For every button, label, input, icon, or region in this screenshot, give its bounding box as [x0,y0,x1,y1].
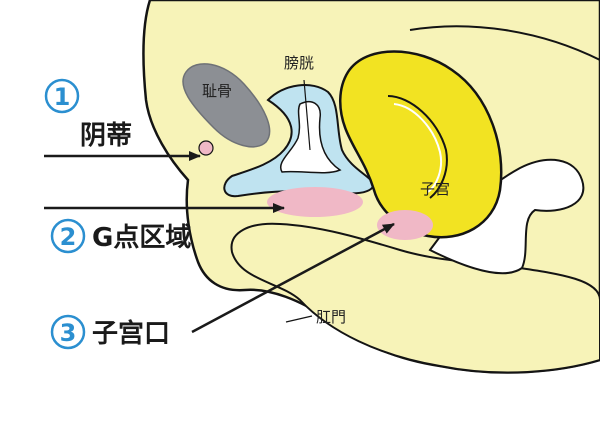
bladder-cavity [279,100,342,174]
cervix-area [377,210,433,240]
number-circle-3 [50,314,86,350]
callout-number-2: 2 [60,223,77,251]
uterus-cavity [387,95,448,199]
callout-label-g-spot: G点区域 [92,222,191,253]
label-uterus: 子宫 [420,180,450,198]
arrow-cervix [191,222,395,334]
g-spot-area [267,187,363,217]
label-anus: 肛門 [316,308,346,326]
label-pubic-bone: 耻骨 [202,82,232,100]
anus-pointer [285,315,313,323]
inner-curve [409,25,600,61]
callout-number-3: 3 [60,319,77,347]
bladder-pointer [303,79,311,151]
clitoris-dot [198,140,214,156]
number-circle-1 [44,78,80,114]
uterus-shape [339,50,503,239]
callout-label-clitoris: 阴蒂 [80,121,132,151]
label-bladder: 膀胱 [284,54,314,72]
uterus-cavity-inner [393,103,442,193]
pubic-bone-shape [182,63,271,148]
callout-number-1: 1 [54,83,71,111]
number-circle-2 [50,218,86,254]
callout-label-cervix: 子宫口 [92,318,170,349]
